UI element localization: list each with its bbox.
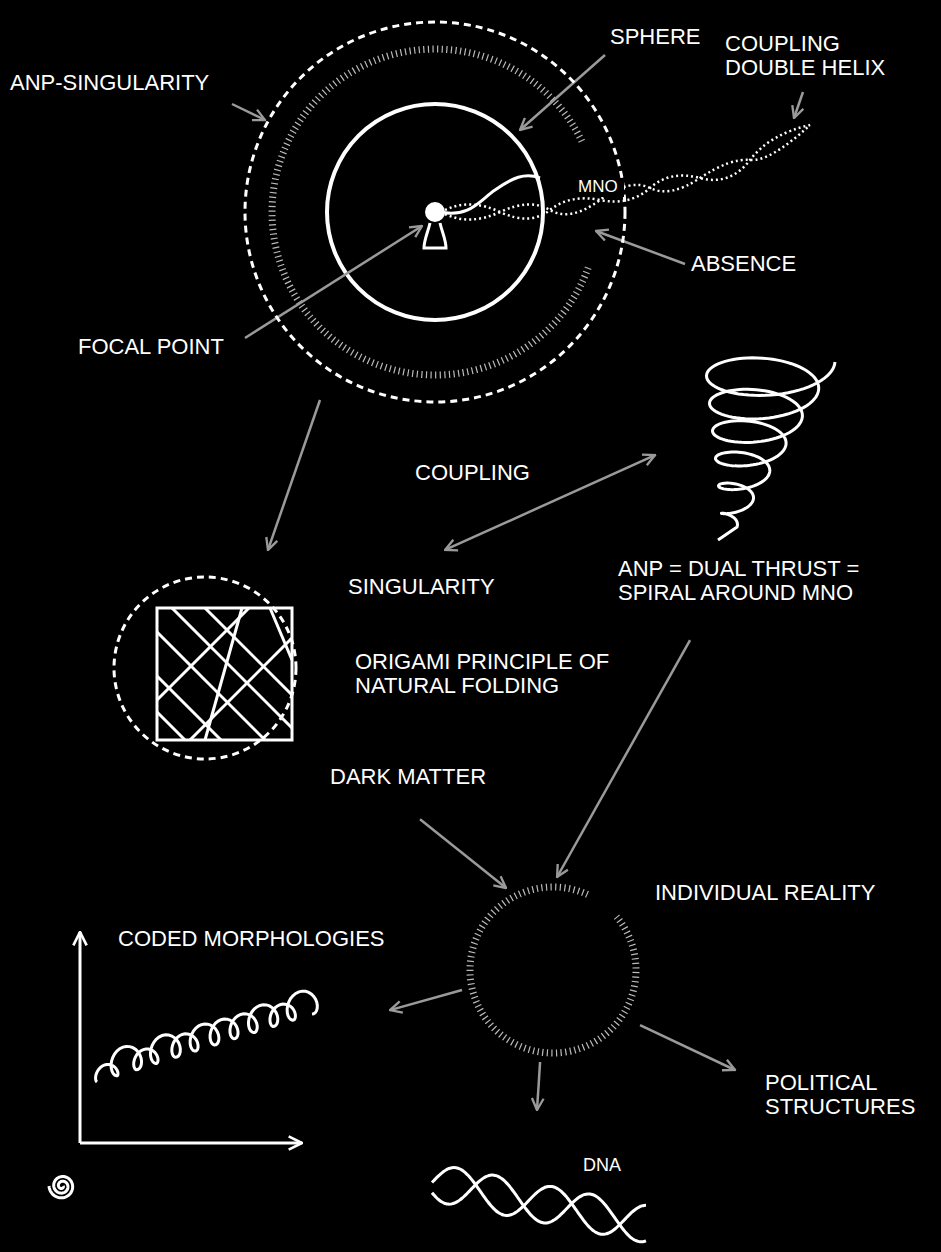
origami-square — [157, 608, 292, 740]
coded-morphologies-chart: CODED MORPHOLOGIES — [40, 925, 330, 1205]
spiral-figure — [707, 358, 836, 540]
helix-strand — [445, 125, 810, 220]
leader-line — [232, 104, 265, 120]
individual-reality-circle: INDIVIDUAL REALITY — [468, 885, 638, 1055]
part-label: COUPLING DOUBLE HELIX — [725, 32, 900, 80]
part-label: ABSENCE — [691, 252, 831, 276]
tick-ring — [470, 887, 636, 1053]
dna-strand — [432, 1175, 646, 1242]
node-label: INDIVIDUAL REALITY — [655, 881, 917, 905]
node-label: DNA — [583, 1156, 643, 1176]
sphere-curve — [440, 176, 540, 214]
sphere-circle — [327, 104, 543, 320]
singularity-circle: SINGULARITYORIGAMI PRINCIPLE OF NATURAL … — [111, 574, 299, 762]
leader-line — [245, 226, 422, 338]
node-label: ANP = DUAL THRUST = SPIRAL AROUND MNO — [618, 557, 893, 605]
edge-label: COUPLING — [415, 461, 530, 485]
morphology-scribble — [96, 991, 318, 1082]
connector-arrow — [268, 400, 320, 550]
node-outline — [468, 885, 638, 1055]
focal-dot — [425, 202, 445, 222]
dotted-ring — [272, 49, 588, 375]
dna-strand — [432, 1168, 646, 1235]
connector-arrow — [390, 990, 462, 1010]
node-label: ANP-SINGULARITY — [10, 71, 250, 95]
leader-line — [520, 55, 605, 130]
political-structures-node: POLITICAL STRUCTURES — [765, 1071, 930, 1119]
chart-axis — [79, 932, 82, 1143]
node-label: SINGULARITY — [348, 575, 588, 599]
dna-node: DNA — [428, 1145, 650, 1250]
dashed-circle — [114, 577, 296, 759]
node-label: DARK MATTER — [330, 765, 486, 789]
anp-singularity-circle: ANP-SINGULARITY — [242, 19, 628, 405]
dark-matter-node: DARK MATTER — [330, 765, 486, 789]
node-outline — [111, 574, 299, 762]
dashed-circle — [245, 22, 625, 402]
node-outline — [242, 19, 628, 405]
node-label: ORIGAMI PRINCIPLE OF NATURAL FOLDING — [355, 650, 617, 698]
focal-figure — [424, 223, 446, 248]
part-label: FOCAL POINT — [78, 335, 238, 359]
helix-strand — [445, 125, 810, 219]
leader-line — [794, 92, 803, 118]
connector-arrow — [420, 819, 506, 888]
connector-arrow — [537, 1062, 540, 1110]
part-label: MNO — [578, 178, 624, 197]
leader-line — [596, 231, 685, 264]
node-label: CODED MORPHOLOGIES — [118, 927, 418, 951]
chart-axis — [80, 1142, 302, 1145]
connector-arrow — [640, 1025, 735, 1070]
node-label: POLITICAL STRUCTURES — [765, 1071, 930, 1119]
spiral-node: ANP = DUAL THRUST = SPIRAL AROUND MNO — [700, 340, 840, 550]
small-spiral — [49, 1177, 73, 1198]
